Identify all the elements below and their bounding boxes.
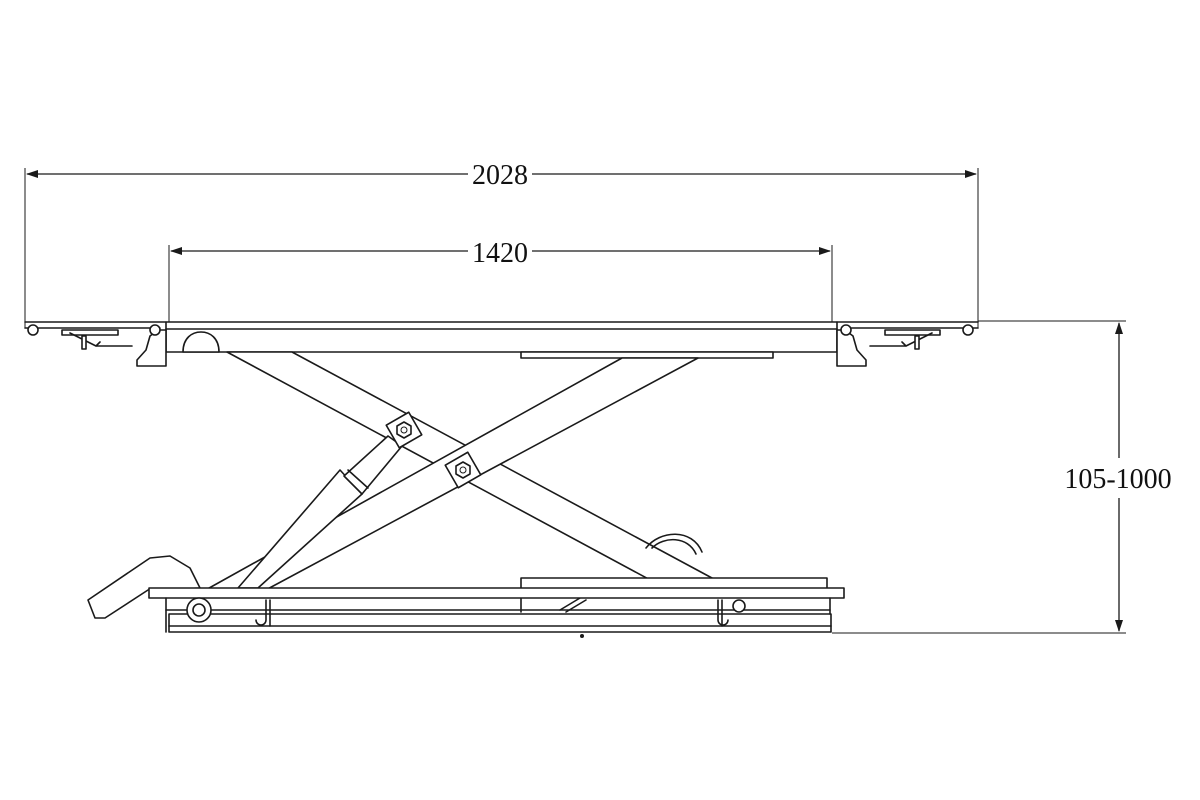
base-frame	[148, 587, 845, 638]
height-range-label: 105-1000	[1064, 464, 1171, 495]
center-pivot-bolt	[444, 451, 482, 489]
left-extension-arm	[24, 321, 167, 350]
upper-pivot-bolt	[385, 411, 423, 449]
height-dimension: 105-1000	[832, 320, 1172, 634]
right-extension-arm	[836, 321, 979, 350]
overall-length-dimension: 2028	[24, 160, 979, 328]
overall-length-label: 2028	[472, 160, 528, 191]
left-ramp	[87, 555, 201, 619]
platform-length-label: 1420	[472, 238, 528, 269]
platform-length-dimension: 1420	[168, 238, 833, 330]
